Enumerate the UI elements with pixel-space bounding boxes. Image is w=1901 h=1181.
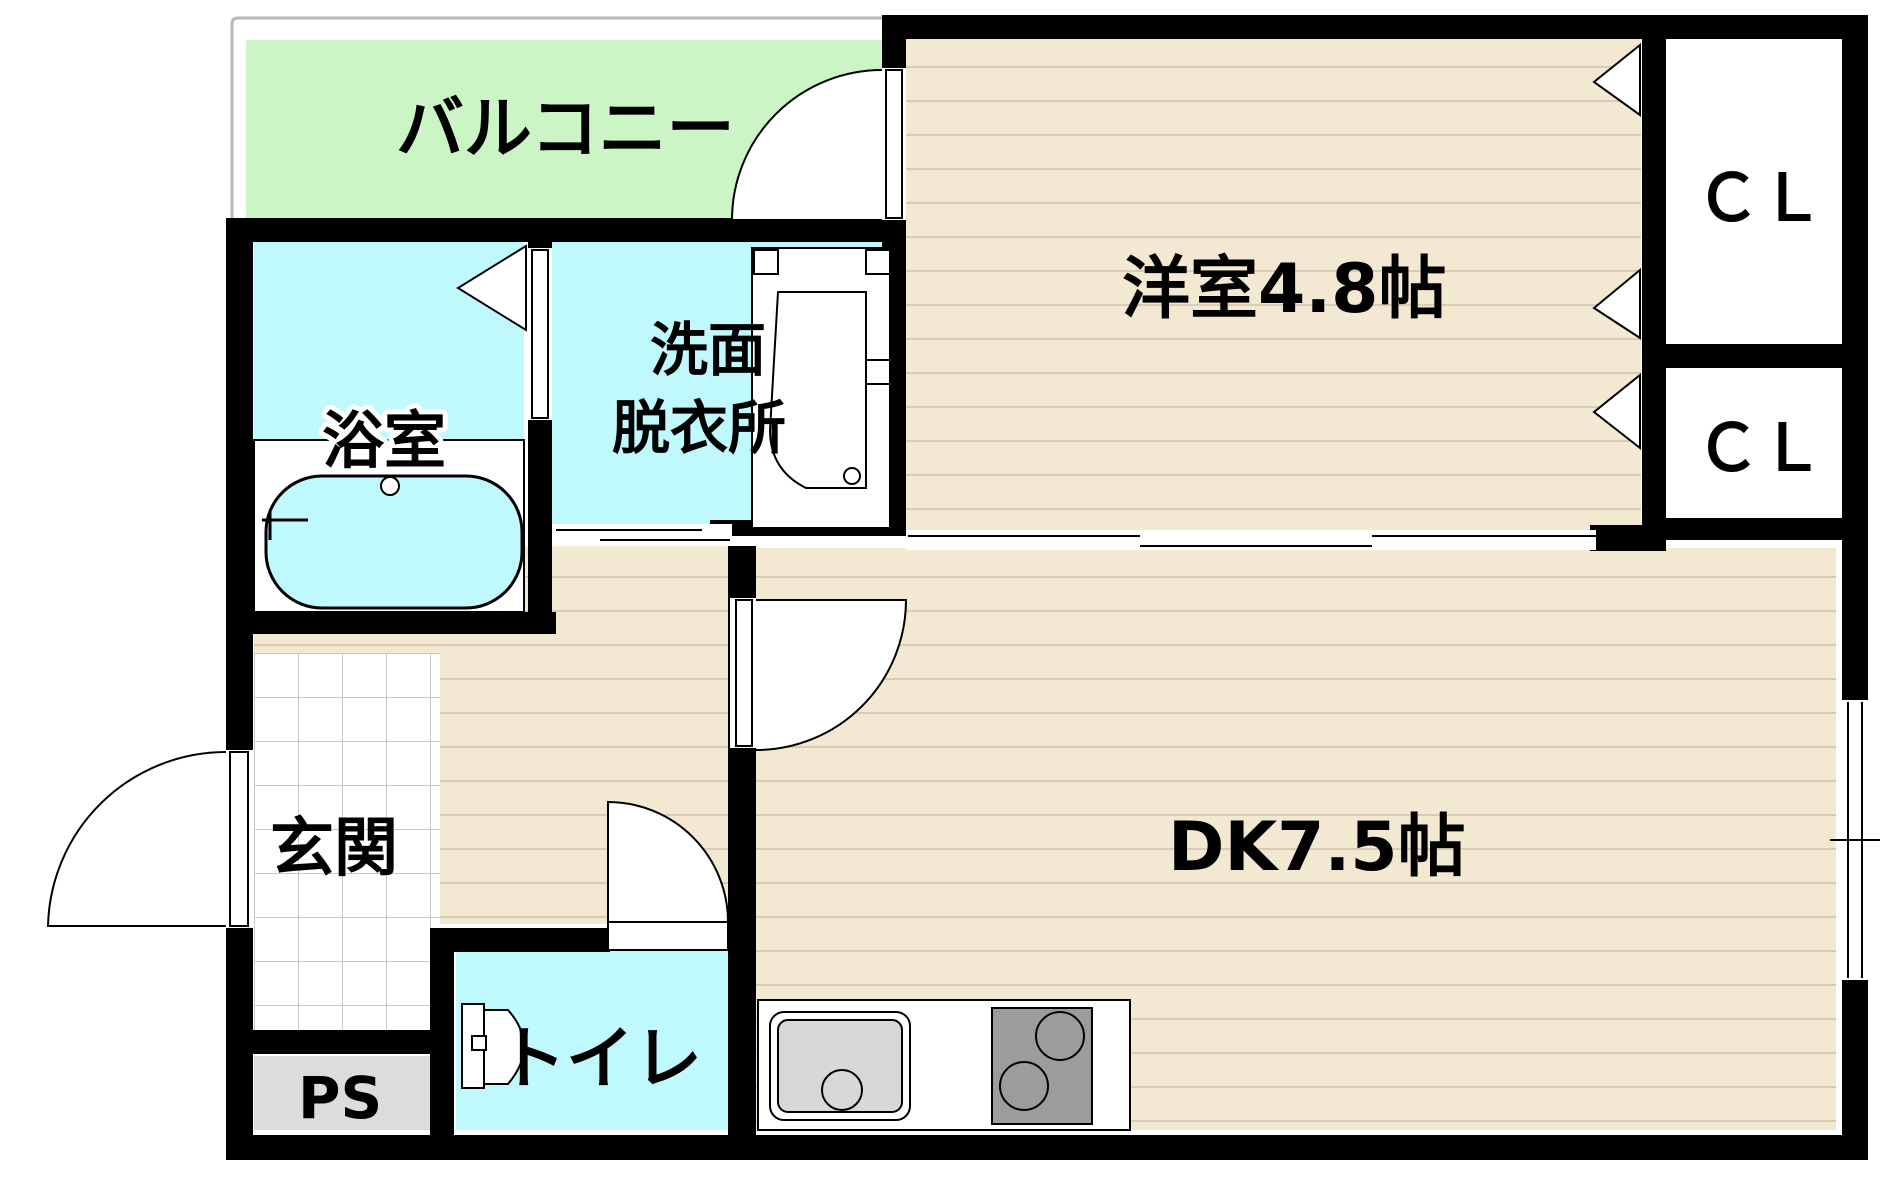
closet-2-floor xyxy=(1666,368,1836,518)
washroom-label-line2: 脱衣所 xyxy=(612,394,786,462)
entrance-door xyxy=(46,750,253,928)
bath-door-marker xyxy=(456,244,527,332)
balcony-door xyxy=(730,68,906,221)
closet-door-markers xyxy=(1592,42,1641,451)
western-room-sliding-door xyxy=(906,530,1596,550)
ps-label: PS xyxy=(298,1064,382,1132)
toilet-fixture xyxy=(461,1003,525,1089)
closet-1-label: ＣＬ xyxy=(1696,162,1824,236)
washbasin xyxy=(751,247,891,529)
toilet-door xyxy=(607,800,730,951)
kitchen-counter xyxy=(757,999,1131,1131)
dk-window xyxy=(1830,700,1880,980)
balcony-rail xyxy=(230,16,900,222)
western-room-floor xyxy=(905,38,1641,538)
closet-1-floor xyxy=(1666,38,1836,344)
dk-label: DK7.5帖 xyxy=(1168,808,1466,887)
closet-2-label: ＣＬ xyxy=(1696,412,1824,486)
bathtub xyxy=(253,439,525,613)
dk-door xyxy=(730,598,908,751)
bathroom-label: 浴室 xyxy=(322,404,446,477)
washroom-label-line1: 洗面 xyxy=(650,316,766,384)
toilet-label: トイレ xyxy=(498,1020,702,1099)
balcony-label: バルコニー xyxy=(396,90,735,169)
entrance-label: 玄関 xyxy=(270,812,398,886)
western-room-label: 洋室4.8帖 xyxy=(1122,250,1446,329)
entrance-tile-floor xyxy=(254,653,440,1030)
bathroom-door xyxy=(528,248,552,420)
ps-floor xyxy=(254,1056,430,1130)
washroom-sliding-door xyxy=(552,524,732,546)
